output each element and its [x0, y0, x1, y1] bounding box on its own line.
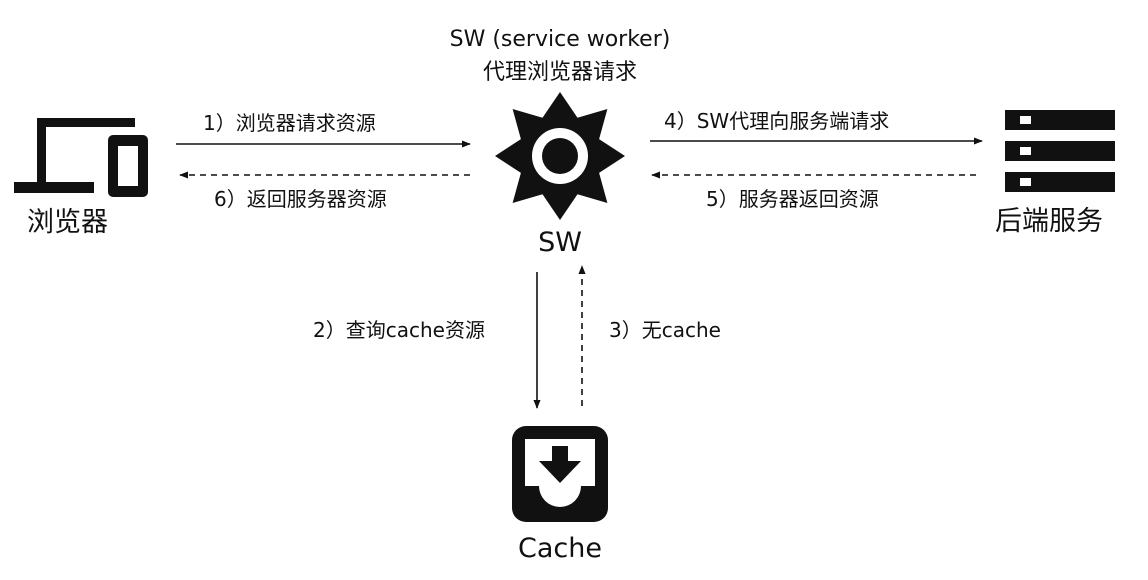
step-5-label: 5）服务器返回资源 — [706, 187, 879, 211]
server-rack-icon — [1005, 110, 1115, 192]
laptop-phone-icon — [14, 118, 148, 197]
browser-label: 浏览器 — [27, 207, 108, 238]
sw-label: SW — [538, 227, 582, 258]
inbox-download-icon — [512, 426, 608, 522]
step-6-label: 6）返回服务器资源 — [214, 187, 387, 211]
cache-label: Cache — [518, 533, 602, 564]
step-3-label: 3）无cache — [609, 318, 721, 342]
step-4-label: 4）SW代理向服务端请求 — [664, 109, 890, 133]
gear-icon — [495, 92, 625, 220]
sw-title-line2: 代理浏览器请求 — [482, 60, 637, 85]
step-2-label: 2）查询cache资源 — [313, 318, 485, 342]
sw-title-line1: SW (service worker) — [449, 27, 671, 52]
server-label: 后端服务 — [995, 206, 1103, 237]
step-1-label: 1）浏览器请求资源 — [203, 111, 376, 135]
